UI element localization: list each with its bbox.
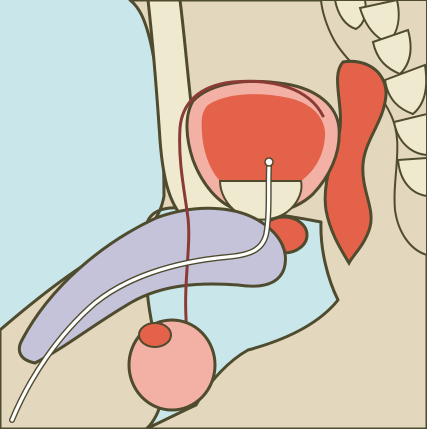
bladder-urine — [202, 94, 325, 181]
catheter-tip — [265, 158, 273, 166]
testicle — [139, 323, 171, 347]
